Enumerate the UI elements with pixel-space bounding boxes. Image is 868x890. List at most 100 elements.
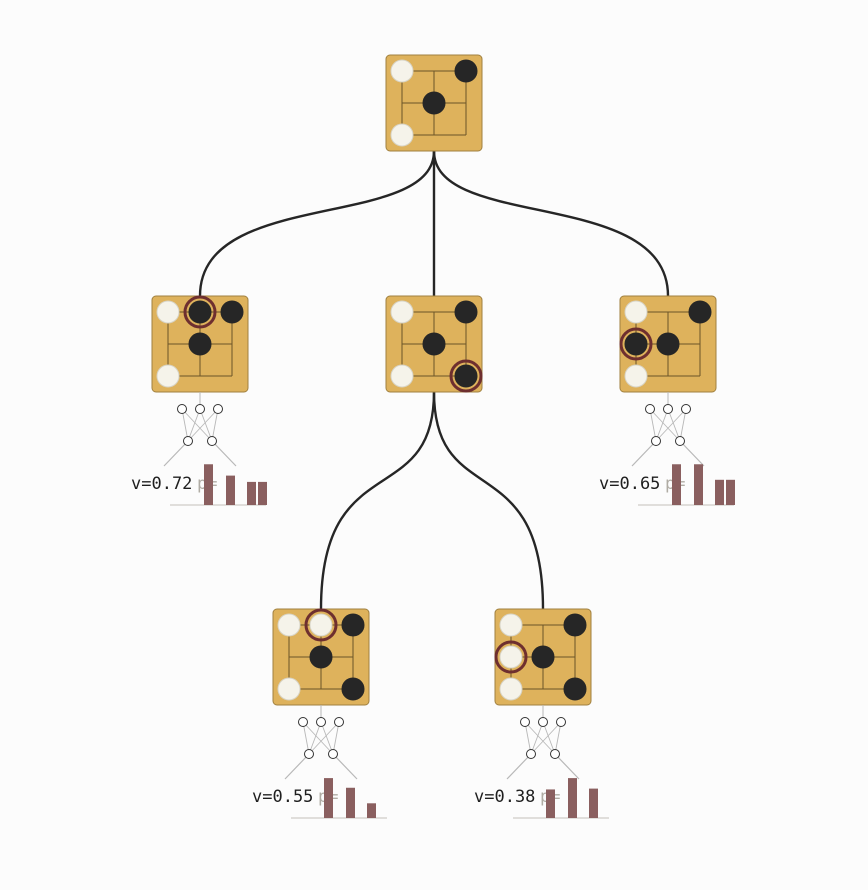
neural-net-icon [285,705,357,779]
net-input-neuron [557,718,566,727]
policy-bar [226,476,235,505]
tree-edge-root-to-child-1 [200,151,434,296]
net-input-neuron [664,405,673,414]
neural-net-icon [632,392,704,466]
net-hidden-neuron [329,750,338,759]
value-estimate: v=0.38 [474,787,535,807]
net-input-neuron [299,718,308,727]
black-stone [342,678,364,700]
net-hidden-neuron [305,750,314,759]
net-connection [321,722,333,754]
net-input-neuron [682,405,691,414]
black-stone [625,333,647,355]
policy-bar [247,482,256,505]
policy-bar [589,789,598,818]
policy-head-line [212,441,236,466]
policy-bar [726,480,735,505]
net-connection [200,409,212,441]
value-head-line [507,754,531,779]
white-stone [278,678,300,700]
net-connection [531,722,543,754]
black-stone [455,301,477,323]
net-connection [668,409,680,441]
policy-bar [546,789,555,818]
net-hidden-neuron [184,437,193,446]
tree-node-child-3: v=0.65p= [599,296,735,505]
policy-bar [715,480,724,505]
policy-bar [568,778,577,818]
tree-node-child-1: v=0.72p= [131,296,267,505]
white-stone [500,614,522,636]
black-stone [455,365,477,387]
white-stone [500,646,522,668]
black-stone [221,301,243,323]
tree-node-grandchild-2: v=0.38p= [474,609,609,818]
black-stone [310,646,332,668]
white-stone [391,301,413,323]
net-hidden-neuron [551,750,560,759]
value-estimate: v=0.72 [131,474,192,494]
policy-head-line [680,441,704,466]
tree-node-grandchild-1: v=0.55p= [252,609,387,818]
neural-net-icon [507,705,579,779]
net-connection [309,722,321,754]
policy-bar [324,778,333,818]
policy-bar [694,464,703,505]
tree-edge-root-to-child-3 [434,151,668,296]
white-stone [625,301,647,323]
net-connection [656,409,686,441]
net-input-neuron [317,718,326,727]
policy-head-line [555,754,579,779]
net-input-neuron [646,405,655,414]
net-connection [303,722,333,754]
value-estimate: v=0.55 [252,787,313,807]
net-connection [309,722,339,754]
white-stone [157,365,179,387]
net-connection [543,722,555,754]
black-stone [423,333,445,355]
black-stone [564,678,586,700]
policy-bar [672,464,681,505]
net-connection [188,409,200,441]
net-input-neuron [178,405,187,414]
black-stone [342,614,364,636]
policy-head-line [333,754,357,779]
policy-bar [258,482,267,505]
net-input-neuron [214,405,223,414]
net-input-neuron [196,405,205,414]
black-stone [455,60,477,82]
white-stone [391,124,413,146]
black-stone [423,92,445,114]
net-input-neuron [335,718,344,727]
net-connection [531,722,561,754]
tree-node-root [386,55,482,151]
net-hidden-neuron [208,437,217,446]
white-stone [391,60,413,82]
white-stone [278,614,300,636]
tree-node-child-2 [386,296,482,392]
net-input-neuron [539,718,548,727]
net-connection [650,409,680,441]
white-stone [391,365,413,387]
net-hidden-neuron [676,437,685,446]
net-connection [188,409,218,441]
neural-net-icon [164,392,236,466]
white-stone [625,365,647,387]
black-stone [189,333,211,355]
white-stone [157,301,179,323]
white-stone [500,678,522,700]
black-stone [189,301,211,323]
value-head-line [285,754,309,779]
net-connection [525,722,555,754]
net-connection [656,409,668,441]
policy-bar [367,803,376,818]
net-hidden-neuron [652,437,661,446]
value-head-line [164,441,188,466]
net-hidden-neuron [527,750,536,759]
black-stone [657,333,679,355]
value-head-line [632,441,656,466]
black-stone [564,614,586,636]
tree-edge-child-2-to-grandchild-1 [321,392,434,609]
net-connection [182,409,212,441]
